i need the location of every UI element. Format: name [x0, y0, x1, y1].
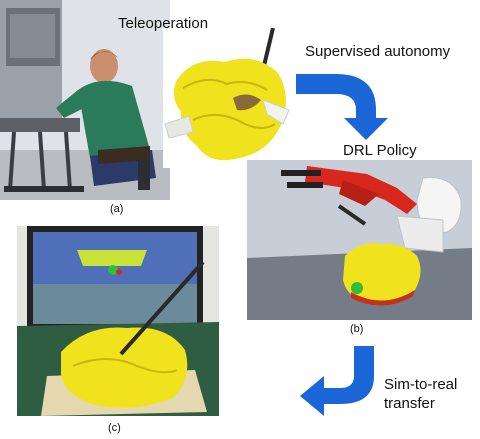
- real-setup-photo: [17, 226, 219, 416]
- drl-policy-label: DRL Policy: [343, 142, 417, 159]
- sim-to-real-label-line1: Sim-to-real: [384, 376, 458, 393]
- caption-b: (b): [350, 323, 364, 335]
- simulation-render: [247, 160, 472, 320]
- arrow-sim-to-real: [300, 346, 374, 416]
- caption-c: (c): [108, 422, 121, 434]
- phantom-tissue-photo: [163, 28, 298, 168]
- supervised-autonomy-label: Supervised autonomy: [305, 43, 451, 60]
- teleoperation-photo: [0, 0, 170, 200]
- arrow-supervised-autonomy: [296, 74, 388, 140]
- teleoperation-label: Teleoperation: [118, 15, 209, 32]
- sim-to-real-label-line2: transfer: [384, 395, 435, 412]
- caption-a: (a): [110, 203, 124, 215]
